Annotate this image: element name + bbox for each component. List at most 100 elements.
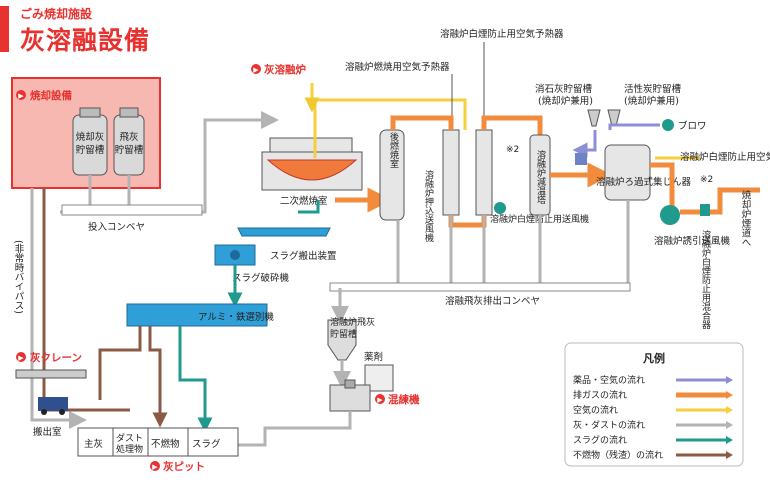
- note-2b: ※2: [700, 175, 713, 185]
- from-preheater-label: 溶融炉白煙防止用空気予熱器より: [680, 151, 770, 163]
- exhaust-flow-2: [390, 115, 543, 228]
- chemicals-label: 薬剤: [364, 351, 383, 363]
- kneader-label: 混練機: [388, 393, 420, 406]
- treated-dust-flow: [225, 411, 352, 447]
- smoke-fan-icon: [494, 202, 506, 214]
- legend-box: [564, 342, 744, 467]
- unloading-room-label: 搬出室: [33, 426, 62, 438]
- secondary-combustion-label: 二次燃焼室: [280, 195, 328, 207]
- bypass-flow: [30, 188, 87, 429]
- feed-conveyor-label: 投入コンベヤ: [88, 221, 145, 233]
- pit-nonburn-label: 不燃物: [151, 438, 180, 450]
- smoke-mixer-label: 溶融炉白煙防止用混合器: [700, 229, 711, 329]
- slaked-lime-label: 消石灰貯留槽: [535, 83, 593, 95]
- legend-arrowhead: [726, 376, 733, 384]
- legend-label: 排ガスの流れ: [573, 389, 627, 401]
- pit-slag-label: スラグ: [192, 438, 221, 450]
- fly-ash-conveyor: [329, 282, 631, 292]
- legend-label: 空気の流れ: [573, 404, 618, 416]
- legend-label: 灰・ダストの流れ: [573, 419, 645, 431]
- to-flue-label: 焼却炉煙道へ: [740, 189, 752, 247]
- kneader-tag: ▶ 混練機: [375, 393, 420, 406]
- fly-ash-tank-label-1: 飛灰: [119, 131, 138, 143]
- truck-icon: [38, 397, 68, 415]
- melt-fly-ash-tank-label-2: 貯留槽: [330, 328, 357, 340]
- bypass-label: (非常時バイパス): [13, 240, 25, 314]
- blower-icon: [662, 119, 674, 131]
- incin-ash-tank: [72, 107, 108, 176]
- incineration-facility-label: 焼却設備: [30, 89, 72, 102]
- exhaust-flow-4: [650, 162, 675, 210]
- ash-crane-tag: ▶ 灰クレーン: [16, 351, 82, 364]
- kneader: [329, 379, 371, 412]
- smoke-air-preheater: [475, 129, 493, 216]
- ash-pit: [77, 427, 239, 457]
- ash-pit-label: 灰ピット: [163, 460, 205, 473]
- al-fe-separator-label: アルミ・鉄選別機: [198, 311, 274, 323]
- svg-text:▶: ▶: [253, 66, 259, 74]
- smoke-air-preheater-label: 溶融炉白煙防止用空気予熱器: [440, 28, 564, 40]
- fly-ash-tank: [113, 107, 145, 176]
- ash-melting-furnace: [261, 137, 363, 191]
- cooling-tower-label: 溶融炉減温塔: [535, 149, 546, 205]
- ash-pit-tag: ▶ 灰ピット: [150, 460, 205, 473]
- incin-ash-tank-label-1: 焼却灰: [76, 131, 105, 143]
- ash-melting-furnace-label: 灰溶融炉: [264, 63, 306, 76]
- note-2a: ※2: [506, 145, 519, 155]
- slaked-lime-tank: [587, 109, 601, 127]
- filter-dust-collector-label: 溶融炉ろ過式集じん器: [596, 176, 692, 188]
- page-title: 灰溶融設備: [20, 26, 151, 55]
- legend-items: 薬品・空気の流れ排ガスの流れ空気の流れ灰・ダストの流れスラグの流れ不燃物（残渣）…: [573, 374, 733, 461]
- slag-flow-3: [178, 326, 213, 433]
- feed-conveyor: [61, 204, 203, 216]
- melt-fly-ash-tank-label-1: 溶融炉飛灰: [330, 316, 375, 328]
- carbon-tank-label: 活性炭貯留槽: [624, 83, 682, 95]
- al-fe-separator: [126, 303, 268, 327]
- induced-fan-label: 溶融炉誘引送風機: [654, 235, 731, 247]
- pit-main-label: 主灰: [84, 438, 103, 450]
- nonburn-flow-1: [98, 326, 142, 400]
- combustion-air-flow: [313, 98, 467, 158]
- pit-dust-label-2: 処理物: [116, 443, 143, 455]
- svg-text:▶: ▶: [18, 354, 24, 362]
- smoke-mixer: [700, 204, 710, 216]
- post-combustion-label: 後燃焼室: [388, 131, 399, 168]
- fly-ash-drop-lines: [396, 200, 630, 288]
- chemical-flow: [580, 123, 660, 150]
- pit-dust-label-1: ダスト: [116, 432, 143, 444]
- incin-ash-tank-label-2: 貯留槽: [76, 144, 105, 156]
- filter-dust-collector: [604, 144, 651, 201]
- nonburn-flow-2: [148, 326, 168, 428]
- induced-fan-icon: [660, 205, 680, 225]
- page-subtitle: ごみ焼却施設: [20, 7, 93, 21]
- ash-melting-furnace-tag: ▶ 灰溶融炉: [251, 63, 306, 76]
- preheater-leaders: [451, 42, 485, 130]
- svg-text:▶: ▶: [152, 463, 158, 471]
- legend-arrowhead: [726, 436, 733, 444]
- ash-crane-label: 灰クレーン: [30, 351, 82, 364]
- crane-rail: [15, 369, 87, 379]
- slag-discharge-device: [237, 227, 331, 237]
- combustion-air-preheater: [442, 129, 460, 216]
- fly-ash-tank-label-2: 貯留槽: [115, 144, 144, 156]
- legend-label: 不燃物（残渣）の流れ: [573, 449, 663, 461]
- legend-label: 薬品・空気の流れ: [573, 374, 645, 386]
- combustion-air-preheater-label: 溶融炉燃焼用空気予熱器: [345, 61, 450, 73]
- slag-flow-1: [298, 200, 320, 214]
- legend-arrowhead: [726, 451, 733, 459]
- slag-crusher-label: スラグ破砕機: [232, 272, 290, 284]
- chemical-injector: [575, 153, 587, 165]
- legend-label: スラグの流れ: [573, 434, 627, 446]
- melt-fly-ash-tank: [327, 319, 357, 361]
- svg-text:▶: ▶: [377, 396, 383, 404]
- slaked-lime-sub: (焼却炉兼用): [538, 95, 593, 107]
- legend-arrowhead: [726, 406, 733, 414]
- legend-arrowhead: [726, 421, 733, 429]
- header-accent-bar: [0, 6, 9, 52]
- slag-crusher: [214, 244, 256, 266]
- fly-ash-conveyor-label: 溶融飛灰排出コンベヤ: [445, 295, 540, 307]
- push-fan-label: 溶融炉押込送風機: [423, 169, 434, 243]
- legend-arrowhead: [726, 391, 733, 399]
- carbon-tank-sub: (焼却炉兼用): [624, 95, 679, 107]
